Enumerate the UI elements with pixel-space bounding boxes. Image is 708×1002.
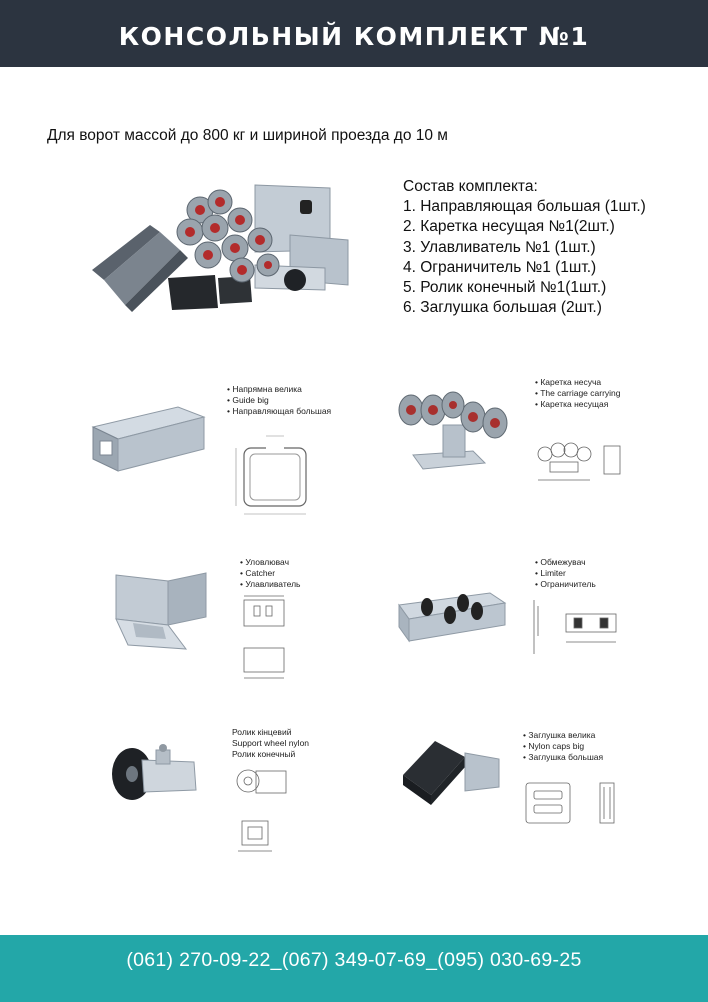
kit-contents: Состав комплекта: 1. Направляющая больша… [403,177,646,318]
list-item: 4. Ограничитель №1 (1шт.) [403,258,597,276]
guide-rail-photo [91,406,206,472]
end-roller-photo [112,744,197,800]
end-cap-photo [403,741,500,805]
list-item: 2. Каретка несущая №1(2шт.) [403,218,615,236]
page-title: КОНСОЛЬНЫЙ КОМПЛЕКТ №1 [118,22,590,51]
contact-phones: (061) 270-09-22_(067) 349-07-69_(095) 03… [126,949,582,971]
carriage-photo [398,391,508,470]
header-bar: КОНСОЛЬНЫЙ КОМПЛЕКТ №1 [0,0,708,67]
caption-line: Guide big [227,395,331,406]
caption-line: Уловлювач [240,557,300,568]
caption-line: Заглушка большая [523,752,603,763]
caption-line: Ограничитель [535,579,595,590]
catcher-photo [115,572,207,650]
catcher-caption: Уловлювач Catcher Улавливатель [240,557,300,590]
footer-bar: (061) 270-09-22_(067) 349-07-69_(095) 03… [0,935,708,1002]
list-item: 6. Заглушка большая (2шт.) [403,299,602,317]
limiter-caption: Обмежувач Limiter Ограничитель [535,557,596,590]
limiter-photo [398,592,507,643]
guide-drawing [235,435,307,515]
end-roller-drawing [236,769,287,852]
caption-line: Limiter [535,568,596,579]
list-item: 5. Ролик конечный №1(1шт.) [403,279,607,297]
caption-line: Ролик конечный [232,749,296,759]
caption-line: Направляющая большая [227,406,331,417]
end-cap-caption: Заглушка велика Nylon caps big Заглушка … [523,730,603,763]
caption-line: Обмежувач [535,557,596,568]
caption-line: Ролик кінцевий [232,727,292,737]
catcher-drawing [243,595,285,679]
caption-line: Каретка несущая [535,399,621,410]
limiter-drawing [533,600,617,654]
guide-caption: Напрямна велика Guide big Направляющая б… [227,384,331,417]
kit-photo [92,184,349,312]
carriage-drawing [537,442,621,481]
contents-list: 1. Направляющая большая (1шт.) 2. Каретк… [403,197,646,318]
end-roller-caption: Ролик кінцевий Support wheel nylon Ролик… [232,727,309,760]
carriage-caption: Каретка несуча The carriage carrying Кар… [535,377,621,410]
end-cap-drawing [525,782,615,824]
list-item: 1. Направляющая большая (1шт.) [403,198,646,216]
caption-line: Support wheel nylon [232,738,310,748]
caption-line: The carriage carrying [535,388,620,399]
caption-line: Напрямна велика [227,384,331,395]
caption-line: Catcher [240,568,300,579]
kit-description: Для ворот массой до 800 кг и шириной про… [47,127,448,144]
contents-heading: Состав комплекта: [403,178,538,195]
caption-line: Улавливатель [240,579,300,590]
caption-line: Nylon caps big [523,741,603,752]
caption-line: Заглушка велика [523,730,603,741]
list-item: 3. Улавливатель №1 (1шт.) [403,238,596,256]
caption-line: Каретка несуча [535,377,621,388]
